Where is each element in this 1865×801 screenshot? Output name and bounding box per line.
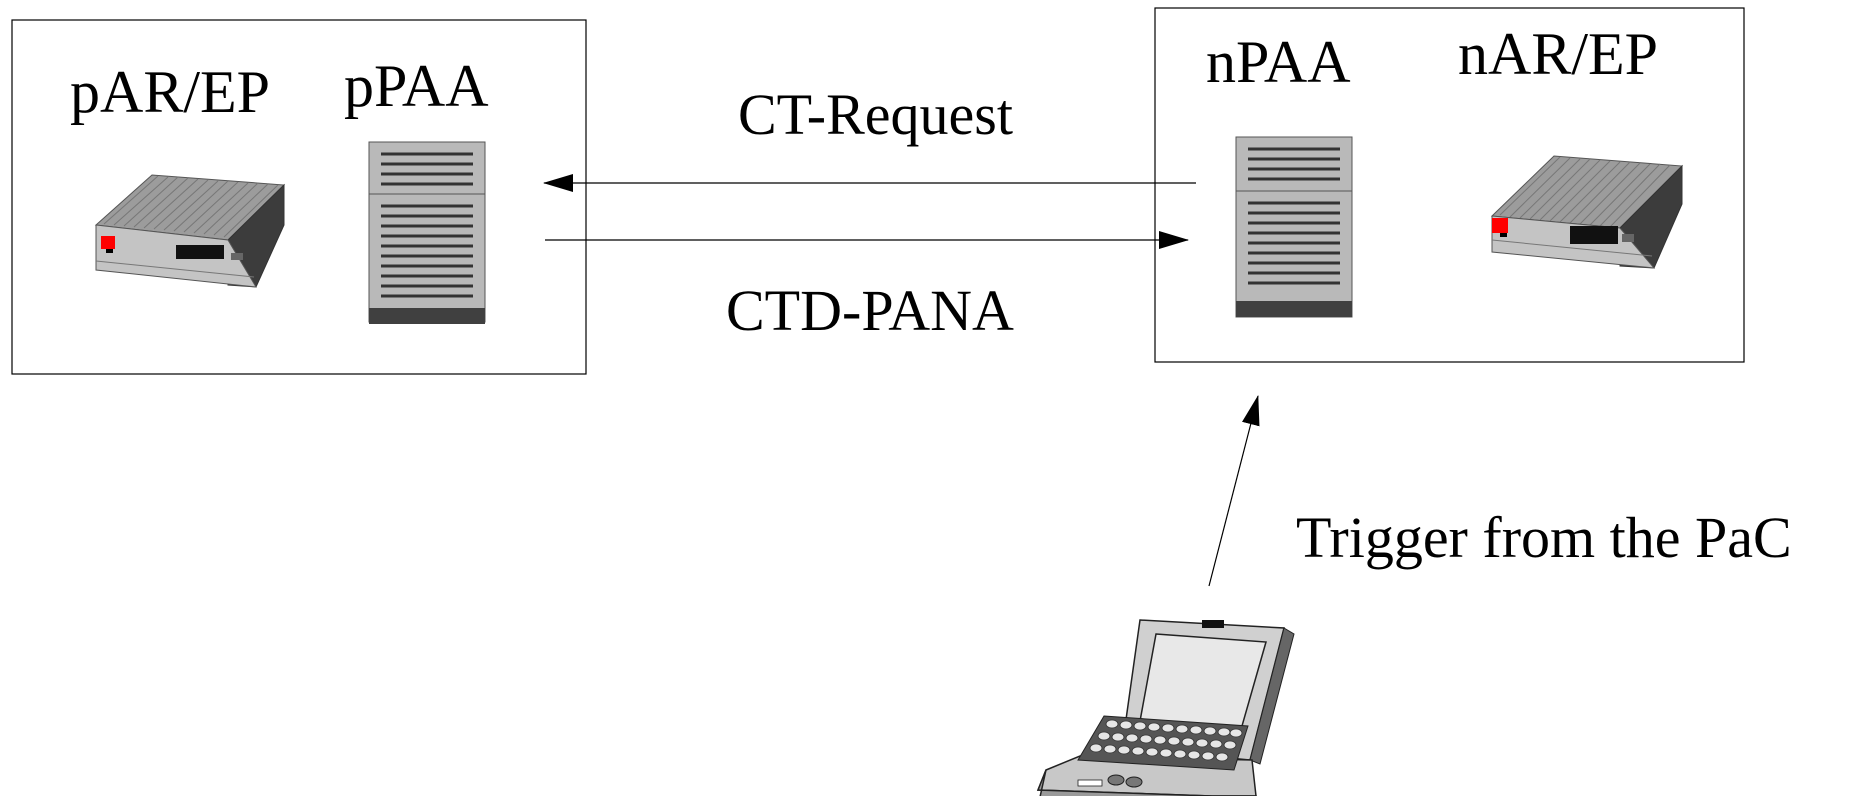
nar-ep-label: nAR/EP: [1458, 21, 1659, 87]
server-icon: [1235, 136, 1353, 318]
ct-request-label: CT-Request: [738, 82, 1013, 147]
trigger-arrow: [1208, 395, 1260, 587]
ctd-pana-label: CTD-PANA: [726, 278, 1014, 343]
laptop-icon: [1036, 619, 1295, 801]
router-icon: [1490, 155, 1684, 269]
ppaa-label: pPAA: [344, 53, 489, 119]
npaa-label: nPAA: [1206, 29, 1351, 95]
server-icon: [368, 141, 486, 324]
previous-access-network-box: [11, 19, 587, 375]
par-ep-label: pAR/EP: [70, 59, 271, 125]
router-icon: [94, 174, 286, 288]
trigger-label: Trigger from the PaC: [1296, 505, 1792, 570]
new-access-network-box: [1154, 7, 1745, 363]
